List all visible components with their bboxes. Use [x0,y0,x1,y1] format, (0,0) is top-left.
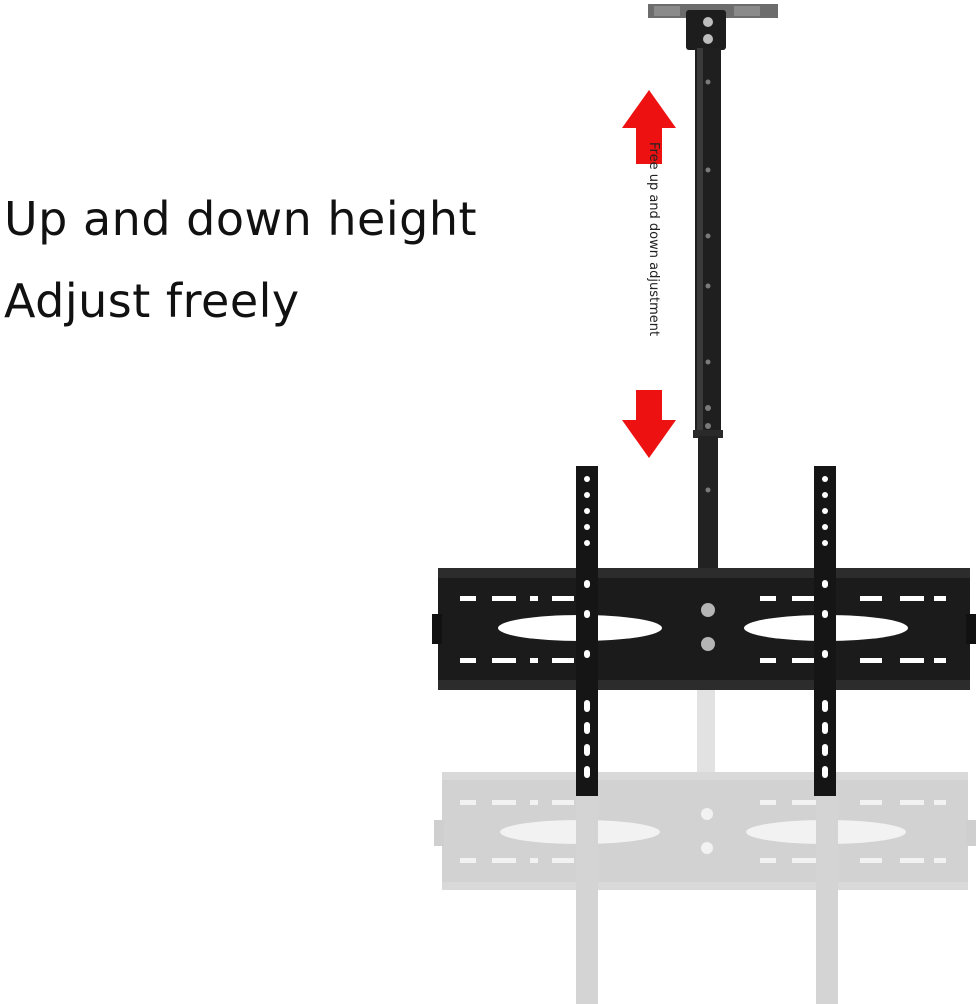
headline-line-2: Adjust freely [4,274,300,328]
ghost-mount-lower-position [434,690,976,1004]
vertical-arm-right [814,466,836,796]
mounting-plate [432,568,976,690]
headline-line-1: Up and down height [4,192,478,246]
vertical-adjustment-label: Free up and down adjustment [646,142,661,337]
arrow-down-icon [622,390,676,458]
telescopic-pole [693,48,723,572]
vertical-arm-left [576,466,598,796]
ceiling-bracket [648,4,778,50]
arrow-up-icon [622,90,676,164]
